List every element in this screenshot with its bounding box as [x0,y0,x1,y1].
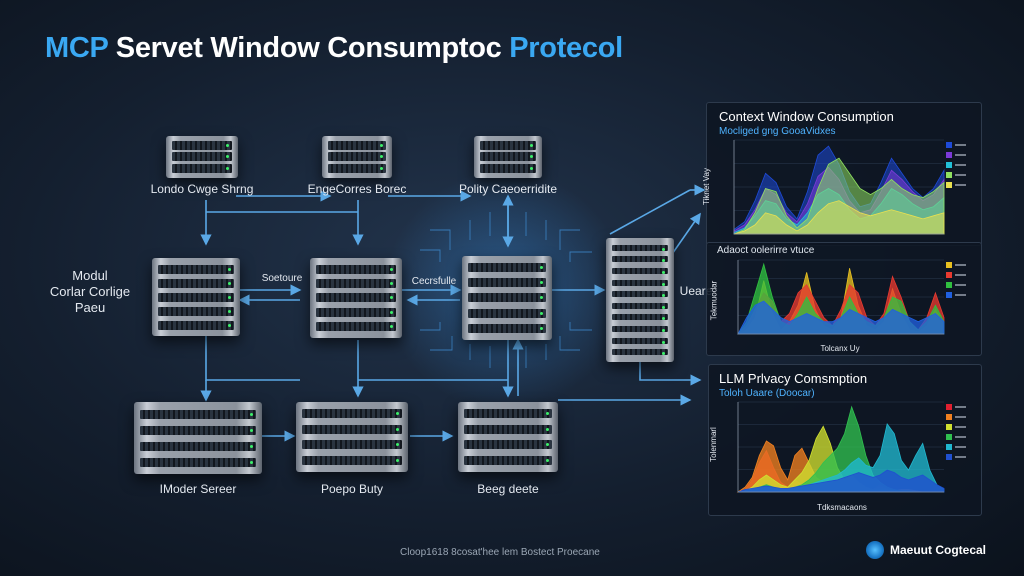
label-top-mid-server: EngeCorres Borec [307,182,407,196]
brand: Maeuut Cogtecal [866,541,986,559]
title-part-main: Servet Window Consumptoc [115,32,502,64]
footer-caption: Cloop1618 8cosat'hee lem Bostect Proecan… [400,547,600,558]
brand-logo-icon [866,541,884,559]
legend-swatch-3 [946,292,952,298]
server-top-mid[interactable] [322,136,392,178]
legend-swatch-3 [946,172,952,178]
label-left-side-line3: Paeu [74,300,106,315]
page-title: MCP Servet Window Consumptoc Protecol [45,32,623,65]
panel2-title: Adaoct oolerirre vtuce [717,245,815,256]
legend-swatch-1 [946,272,952,278]
title-part-mcp: MCP [45,32,109,64]
server-top-right[interactable] [474,136,542,178]
label-right-tower: Ueare [679,284,713,298]
server-bottom-mid[interactable] [296,402,408,472]
label-center-link: Cecrsfulle [411,276,457,287]
server-tower-right[interactable] [606,238,674,362]
panel1-subtitle: Mocliged gng GooaVidxes [719,126,836,137]
legend-swatch-3 [946,434,952,440]
label-top-right-server: Polity Caeoerridite [458,182,558,196]
legend-swatch-2 [946,162,952,168]
series-area-5 [737,469,945,493]
chart-llm-privacy [736,401,966,493]
server-top-left[interactable] [166,136,238,178]
chart-axes [733,140,944,235]
server-bottom-left[interactable] [134,402,262,474]
label-left-side-line1: Modul [72,268,108,283]
legend-swatch-0 [946,142,952,148]
label-bottom-left-server: IModer Sereer [159,482,237,496]
label-mid-link: Soetoure [261,273,303,284]
panel1-y-label: Tiknet Vay [701,168,711,205]
server-core[interactable] [462,256,552,340]
legend-swatch-4 [946,444,952,450]
panel1-title: Context Window Consumption [719,109,894,124]
legend-swatch-1 [946,152,952,158]
panel3-title: LLM Prlvacy Comsmption [719,371,868,386]
chart-context-window [733,139,966,235]
legend-swatch-1 [946,414,952,420]
chart-adaptive [737,259,966,335]
legend-swatch-2 [946,424,952,430]
label-bottom-mid-server: Poepo Buty [320,482,384,496]
series-area-3 [737,300,945,335]
panel2-x-label: Tolcanx Uy [820,344,860,353]
chart-axes [737,260,944,335]
brand-name: Maeuut Cogtecal [890,543,987,557]
series-area-4 [733,200,945,235]
panel3-y-label: Tolenmarl [708,427,718,462]
legend-swatch-2 [946,282,952,288]
panel3-subtitle: Toloh Uaare (Doocar) [719,388,815,399]
legend-swatch-5 [946,454,952,460]
panel3-x-label: Tdksmacaons [817,503,867,512]
label-top-left-server: Londo Cwge Shrng [150,182,254,196]
server-mid-left[interactable] [152,258,240,336]
chart-axes [737,402,944,493]
server-bottom-right[interactable] [458,402,558,472]
label-bottom-right-server: Beeg deete [477,482,539,496]
label-left-side: Modul Corlar Corlige Paeu [42,268,138,316]
server-mid-center[interactable] [310,258,402,338]
legend-swatch-0 [946,404,952,410]
title-part-protocol: Protecol [509,32,623,64]
panel2-y-label: Tekmuodar [709,280,719,321]
legend-swatch-4 [946,182,952,188]
label-left-side-line2: Corlar Corlige [49,284,131,299]
legend-swatch-0 [946,262,952,268]
